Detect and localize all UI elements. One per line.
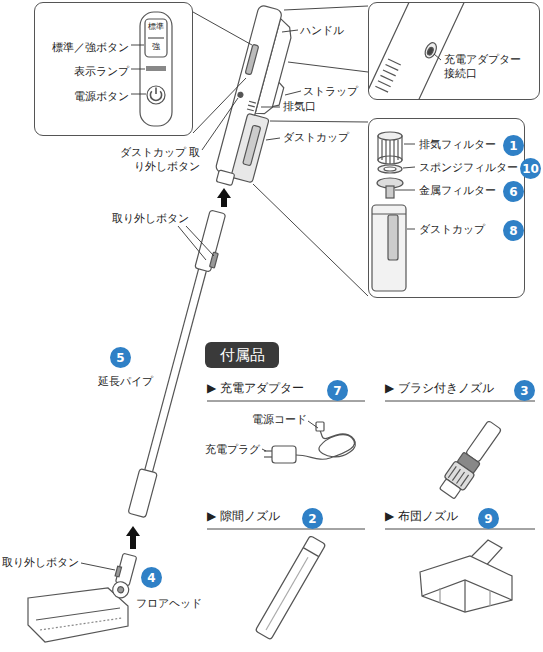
filter-parts	[372, 132, 406, 291]
part-label: 排気フィルター	[419, 138, 496, 152]
charging-adapter	[264, 422, 355, 463]
part-label: 電源コード	[252, 413, 307, 427]
part-label: ダストカップ	[419, 223, 485, 237]
section-band: 付属品	[205, 342, 279, 368]
brush-nozzle	[437, 418, 505, 501]
callout-number: 3	[520, 385, 528, 397]
callout-number: 1	[509, 140, 517, 152]
inset-panel: 標準／強ボタン表示ランプ電源ボタン	[34, 2, 193, 136]
inset-panel: 充電アダプター 接続口	[368, 2, 540, 100]
callout-number: 5	[110, 347, 131, 368]
part-label: ハンドル	[300, 24, 344, 38]
part-label: 延長パイプ	[98, 375, 153, 389]
part-label: 標準／強ボタン	[52, 41, 129, 55]
inset-panel: 排気フィルタースポンジフィルター金属フィルターダストカップ11068	[368, 118, 525, 298]
assembly-arrow	[126, 188, 231, 549]
callout-number: 5	[116, 352, 124, 364]
part-label: スポンジフィルター	[419, 161, 518, 175]
callout-number: 10	[520, 158, 541, 179]
callout-number: 7	[333, 385, 341, 397]
part-label: 取り外しボタン	[112, 212, 189, 226]
part-label: 強	[152, 42, 160, 52]
callout-number: 6	[509, 186, 517, 198]
part-label: ▶ 隙間ノズル	[207, 509, 280, 524]
part-label: 排気口	[283, 100, 316, 114]
part-label: 取り外しボタン	[2, 556, 79, 570]
part-label: ▶ 布団ノズル	[385, 509, 458, 524]
callout-number: 4	[141, 567, 162, 588]
callout-number: 9	[484, 513, 492, 525]
callout-number: 2	[308, 513, 316, 525]
leader-lines	[81, 6, 535, 570]
futon-nozzle	[420, 540, 512, 612]
section-title: 付属品	[220, 348, 265, 363]
callout-number: 9	[478, 508, 499, 529]
part-label: ストラップ	[303, 85, 358, 99]
callout-number: 8	[509, 225, 517, 237]
part-label: 電源ボタン	[74, 90, 129, 104]
callout-number: 10	[522, 163, 539, 175]
callout-number: 1	[503, 135, 524, 156]
callout-number: 4	[147, 572, 155, 584]
part-label: ダストカップ 取り外しボタン	[116, 146, 200, 174]
callout-number: 3	[514, 380, 535, 401]
part-label: ▶ 充電アダプター	[207, 381, 304, 396]
crevice-nozzle	[255, 536, 326, 640]
part-label: フロアヘッド	[136, 597, 202, 611]
part-label: 充電アダプター 接続口	[444, 53, 528, 81]
part-label: ダストカップ	[283, 131, 349, 145]
callout-number: 7	[327, 380, 348, 401]
part-label: 金属フィルター	[419, 184, 496, 198]
callout-number: 2	[302, 508, 323, 529]
part-label: 表示ランプ	[74, 65, 129, 79]
callout-number: 8	[503, 220, 524, 241]
part-label: 標準	[148, 22, 164, 32]
callout-number: 6	[503, 181, 524, 202]
part-label: 充電プラグ	[205, 443, 260, 457]
charging-port-view	[368, 2, 471, 100]
part-label: ▶ ブラシ付きノズル	[385, 381, 494, 396]
